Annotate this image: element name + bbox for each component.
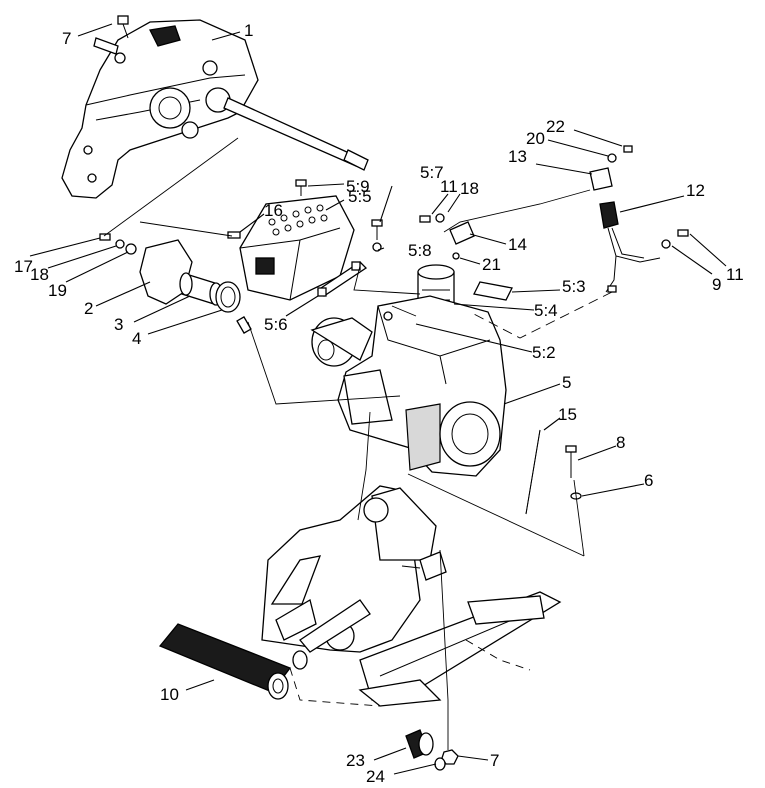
spacer [292,650,308,670]
callout-labels: 7 1 22 20 13 5:7 11 18 5:9 5:5 12 16 14 … [14,21,744,786]
screw-22-washer-20 [607,145,633,163]
callout-17: 17 [14,257,33,276]
callout-14: 14 [508,235,527,254]
callout-5-2: 5:2 [532,343,556,362]
callout-7-bottom: 7 [490,751,499,770]
bushing-23 [405,729,434,759]
callout-19: 19 [48,281,67,300]
callout-5: 5 [562,373,571,392]
callout-2: 2 [84,299,93,318]
callout-7-top: 7 [62,29,71,48]
callout-5-9: 5:9 [346,177,370,196]
callout-5-4: 5:4 [534,301,558,320]
callout-11-top: 11 [440,177,458,196]
assembly-lines [103,137,613,750]
callout-5-6: 5:6 [264,315,288,334]
bolt-washer-set-17-18-19 [99,233,137,255]
callout-5-3: 5:3 [562,277,586,296]
callout-5-7: 5:7 [420,163,444,182]
callout-9: 9 [712,275,721,294]
callout-24: 24 [366,767,385,786]
callout-16: 16 [264,201,283,220]
air-cleaner-cover-5-5 [239,195,355,301]
screw-5-7 [371,219,383,252]
decal-5-3 [473,281,513,301]
key [236,316,252,334]
callout-5-5: 5:5 [348,187,372,206]
callout-leaders [29,23,727,775]
handle-tube-10 [158,623,292,700]
callout-13: 13 [508,147,527,166]
callout-23: 23 [346,751,365,770]
callout-8: 8 [616,433,625,452]
callout-15: 15 [558,405,577,424]
callout-5-8: 5:8 [408,241,432,260]
bolt-8 [565,445,577,478]
callout-18-top: 18 [460,179,479,198]
callout-21: 21 [482,255,501,274]
bracket-14 [449,221,475,245]
bolt-7-top [117,15,129,39]
switch-13 [589,167,613,191]
callout-22: 22 [546,117,565,136]
callout-20: 20 [526,129,545,148]
nut-21 [452,252,460,260]
gasket-2 [139,239,193,305]
throttle-control-12 [599,201,661,293]
callout-1: 1 [244,21,253,40]
engine-5 [310,295,507,477]
callout-10: 10 [160,685,179,704]
screw-5-9 [295,179,307,196]
callout-4: 4 [132,329,141,348]
callout-6: 6 [644,471,653,490]
callout-18-left: 18 [30,265,49,284]
bracket-5-6 [316,261,368,297]
callout-3: 3 [114,315,123,334]
bolt-11-washer-9 [661,229,689,249]
frame [261,485,562,707]
callout-12: 12 [686,181,705,200]
bolt-set-11-18-top [419,213,445,223]
dowel-pin-16 [227,231,241,239]
callout-11-right: 11 [726,265,744,284]
transmission-housing [61,19,369,199]
bolt-24 [434,757,446,771]
bearing-4 [215,281,241,313]
